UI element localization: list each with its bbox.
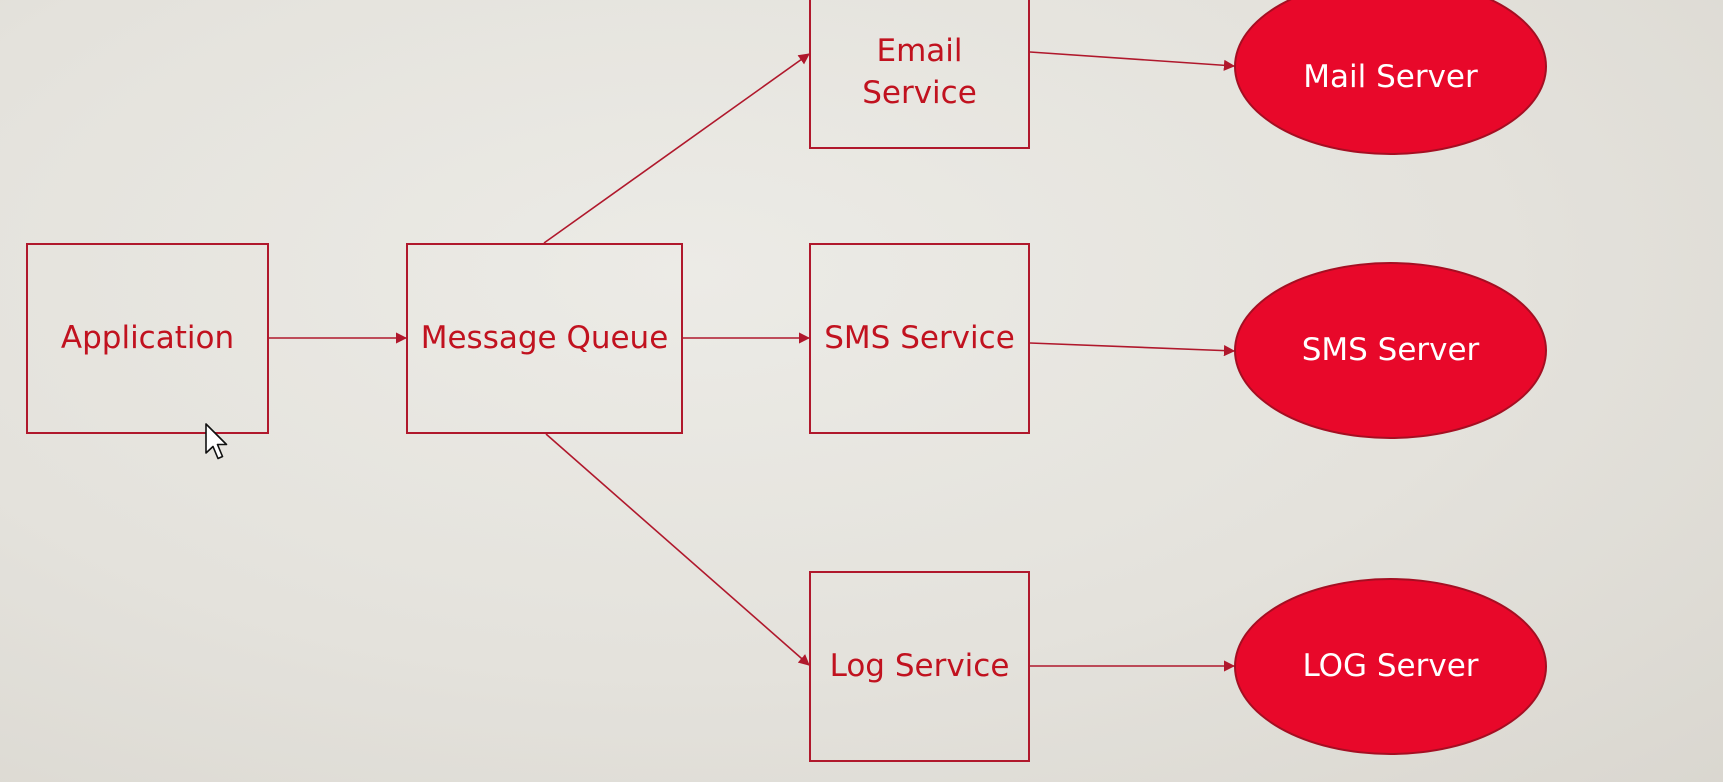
node-email-service[interactable]: Email Service xyxy=(809,0,1030,149)
edge-sms-service-to-sms-server xyxy=(1029,342,1236,357)
node-mail-server-label: Mail Server xyxy=(1303,58,1478,95)
node-mail-server[interactable]: Mail Server xyxy=(1234,0,1547,155)
node-log-service-label: Log Service xyxy=(829,647,1010,684)
edge-message-queue-to-email-service xyxy=(543,53,810,244)
node-sms-service-label: SMS Service xyxy=(824,319,1015,356)
node-application-label: Application xyxy=(60,319,235,356)
edge-email-service-to-mail-server xyxy=(1029,51,1236,71)
node-sms-service[interactable]: SMS Service xyxy=(809,243,1030,434)
node-message-queue[interactable]: Message Queue xyxy=(406,243,683,434)
node-log-service[interactable]: Log Service xyxy=(809,571,1030,762)
node-message-queue-label: Message Queue xyxy=(420,319,669,356)
node-application[interactable]: Application xyxy=(26,243,269,434)
node-log-server-label: LOG Server xyxy=(1302,647,1479,684)
node-log-server[interactable]: LOG Server xyxy=(1234,578,1547,755)
node-sms-server[interactable]: SMS Server xyxy=(1234,262,1547,439)
node-sms-server-label: SMS Server xyxy=(1301,331,1480,368)
node-email-service-label: Email Service xyxy=(862,32,977,111)
edge-message-queue-to-log-service xyxy=(545,433,810,666)
